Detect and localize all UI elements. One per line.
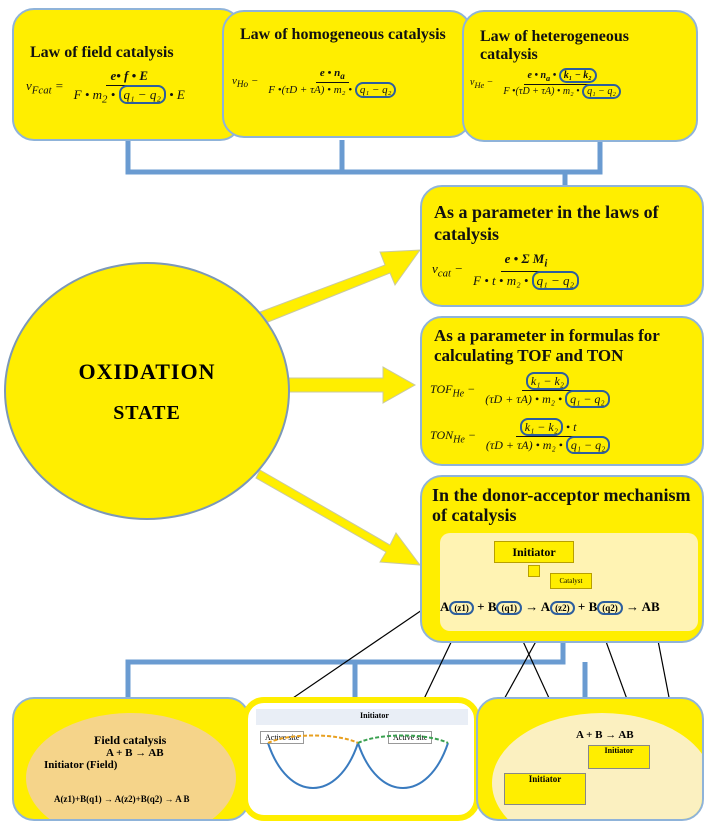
oxidation-label-line2: STATE (113, 402, 181, 424)
arrow-to-laws (259, 249, 422, 323)
field-title: Field catalysis (94, 733, 167, 747)
homog-initiator: Initiator (360, 711, 389, 720)
mechanism-title: In the donor-acceptor mechanism of catal… (432, 485, 691, 525)
bottom-bracket (125, 640, 566, 700)
field-equation: A(z1)+B(q1) → A(z2)+B(q2) → A B (54, 794, 190, 804)
bottom-homog-box: Initiator Active site Active site (242, 697, 480, 821)
oxidation-state-ellipse: OXIDATION STATE (4, 262, 290, 520)
field-ellipse (26, 713, 236, 819)
laws-parameter-formula: vcat − e • Σ Mi F • t • m₂ • q₁ − q₂ (432, 251, 583, 290)
tof-ton-title: As a parameter in formulas for calculati… (434, 326, 660, 365)
tof-formula: TOFHe − k₁ − k₂ (τD + τA) • m₂ • q₁ − q₂ (430, 372, 614, 408)
heterog-reaction: A + B → AB (576, 729, 634, 741)
homog-cycle-diagram (267, 734, 449, 789)
catalyst-box: Catalyst (550, 573, 592, 589)
heterog-initiator-left: Initiator (504, 773, 586, 805)
laws-parameter-box: As a parameter in the laws of catalysis … (420, 185, 704, 307)
field-reaction: A + B → AB (106, 747, 164, 759)
field-catalysis-box: Law of field catalysis vFcat = e• f • E … (12, 8, 242, 141)
heterogeneous-catalysis-formula: vHe − e • na • k₁ − k₂ F •(τD + τA) • m₂… (470, 68, 625, 99)
mechanism-box: In the donor-acceptor mechanism of catal… (420, 475, 704, 643)
top-bracket (125, 140, 603, 175)
field-initiator: Initiator (Field) (44, 759, 118, 771)
homogeneous-catalysis-title: Law of homogeneous catalysis (240, 26, 446, 43)
laws-parameter-title: As a parameter in the laws of catalysis (434, 202, 659, 244)
heterogeneous-catalysis-title: Law of heterogeneous catalysis (480, 28, 630, 63)
initiator-box: Initiator (494, 541, 574, 563)
arrow-to-mechanism (255, 469, 422, 566)
homog-header (256, 709, 468, 725)
bottom-field-box: Field catalysis A + B → AB Initiator (Fi… (12, 697, 250, 821)
homogeneous-catalysis-box: Law of homogeneous catalysis vHo − e • n… (222, 10, 472, 138)
mechanism-panel: Initiator Catalyst A(z1) + B(q1) → A(z2)… (440, 533, 698, 631)
tof-ton-box: As a parameter in formulas for calculati… (420, 316, 704, 466)
bottom-heterog-box: A + B → AB Initiator Initiator (476, 697, 704, 821)
arrow-to-tof (287, 366, 417, 404)
initiator-up-arrow-icon (528, 565, 540, 577)
heterogeneous-catalysis-box: Law of heterogeneous catalysis vHe − e •… (462, 10, 698, 142)
mechanism-equation: A(z1) + B(q1) → A(z2) + B(q2) → AB (440, 599, 660, 615)
oxidation-label-line1: OXIDATION (78, 359, 216, 384)
ton-formula: TONHe − k₁ − k₂ • t (τD + τA) • m₂ • q₁ … (430, 418, 614, 454)
heterog-initiator-top: Initiator (588, 745, 650, 769)
field-catalysis-formula: vFcat = e• f • E F • m2 • q₁ − q₂ • E (26, 68, 185, 106)
homogeneous-catalysis-formula: vHo − e • na F •(τD + τA) • m₂ • q₁ − q₂ (232, 67, 400, 99)
field-catalysis-title: Law of field catalysis (30, 44, 174, 61)
